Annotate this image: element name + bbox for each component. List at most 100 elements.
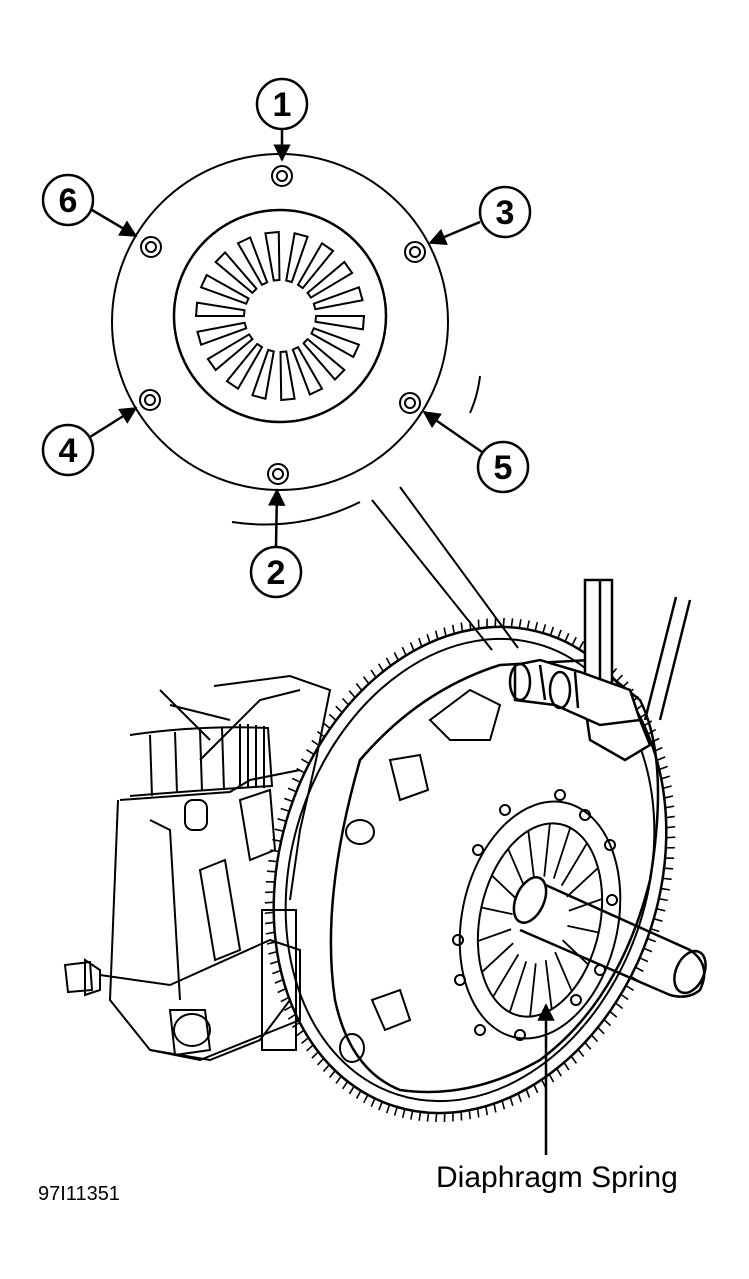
gear-tooth	[591, 1035, 597, 1042]
callout-arrows	[90, 129, 482, 547]
diaphragm-spring-illustration	[439, 786, 641, 1053]
lower-diaphragm-finger	[544, 823, 550, 876]
gear-tooth	[661, 889, 670, 890]
bolt-hole-1	[272, 166, 292, 186]
callout-arrow-5	[424, 412, 482, 452]
gear-tooth	[635, 967, 643, 971]
diaphragm-finger	[311, 328, 358, 357]
gear-tooth	[330, 1071, 336, 1078]
gear-tooth	[323, 1065, 329, 1072]
gear-tooth	[419, 638, 422, 646]
pry-bar-tool	[510, 580, 690, 760]
diaphragm-finger	[201, 275, 248, 304]
diaphragm-spring-label: Diaphragm Spring	[436, 1161, 678, 1194]
lower-diaphragm-finger	[510, 961, 526, 1012]
gear-tooth	[659, 899, 668, 901]
gear-tooth	[265, 912, 274, 913]
lower-diaphragm-finger	[530, 963, 536, 1016]
lower-diaphragm-finger	[567, 926, 598, 933]
gear-tooth	[356, 684, 362, 691]
gear-tooth	[275, 980, 283, 983]
lower-diaphragm-finger	[554, 828, 570, 879]
diaphragm-finger	[316, 316, 364, 329]
gear-tooth	[644, 948, 652, 951]
gear-tooth	[336, 706, 342, 712]
lower-diaphragm-finger	[528, 831, 534, 880]
gear-tooth	[278, 989, 286, 993]
gear-tooth	[526, 1089, 529, 1097]
gear-tooth	[598, 1027, 604, 1033]
diaphragm-finger	[265, 232, 279, 281]
gear-tooth	[534, 1085, 538, 1093]
gear-tooth	[265, 902, 274, 903]
gear-tooth	[486, 1106, 488, 1115]
gear-tooth	[268, 952, 277, 954]
gear-tooth	[386, 658, 390, 666]
gear-tooth	[411, 1111, 413, 1120]
diaphragm-finger	[281, 351, 295, 400]
gear-tooth	[371, 1098, 375, 1106]
gear-tooth	[469, 1110, 470, 1119]
gear-tooth	[665, 806, 674, 808]
gear-tooth	[558, 630, 561, 638]
gear-tooth	[323, 723, 330, 729]
gear-tooth	[267, 942, 276, 944]
gear-tooth	[266, 932, 275, 934]
lower-diaphragm-fingers	[478, 823, 602, 1016]
gear-tooth	[292, 778, 300, 782]
callout-arrow-2	[276, 490, 277, 547]
detail-arc-right	[470, 376, 480, 413]
gear-tooth	[663, 878, 672, 879]
gear-tooth	[318, 1058, 324, 1065]
gear-tooth	[265, 922, 274, 923]
gear-tooth	[572, 637, 576, 645]
gear-tooth	[503, 618, 504, 627]
diaphragm-fingers	[196, 232, 364, 400]
callouts	[43, 79, 530, 597]
pressure-plate-outer-ring	[112, 154, 448, 490]
gear-tooth	[342, 698, 348, 705]
gear-tooth	[336, 1076, 341, 1083]
gear-tooth	[518, 1093, 521, 1101]
gear-tooth	[387, 1105, 390, 1113]
callout-label-2: 2	[267, 554, 286, 592]
gear-tooth	[564, 1063, 569, 1070]
callout-labels: 1 2 3 4 5 6	[59, 86, 515, 592]
gear-tooth	[666, 837, 675, 838]
gear-tooth	[543, 624, 546, 633]
alignment-shaft	[507, 872, 711, 997]
callout-arrow-4	[90, 408, 136, 437]
gear-tooth	[585, 1042, 591, 1049]
gear-tooth	[288, 1014, 296, 1019]
gear-tooth	[626, 986, 634, 991]
gear-tooth	[478, 1108, 479, 1117]
gear-tooth	[379, 664, 384, 672]
detail-arc-bottom	[232, 502, 360, 525]
gear-tooth	[275, 829, 284, 831]
lower-diaphragm-finger	[482, 943, 513, 972]
gear-tooth	[364, 677, 369, 684]
bolt-hole-4	[140, 390, 160, 410]
gear-tooth	[604, 1020, 611, 1026]
gear-tooth	[436, 631, 438, 640]
gear-tooth	[302, 1038, 309, 1044]
gear-tooth	[535, 622, 537, 631]
gear-tooth	[502, 1101, 504, 1110]
gear-tooth	[268, 861, 277, 862]
gear-tooth	[664, 796, 673, 798]
gear-tooth	[527, 620, 529, 629]
gear-tooth	[436, 1113, 437, 1122]
gear-tooth	[519, 619, 521, 628]
bolt-pattern-detail	[112, 154, 518, 650]
callout-label-5: 5	[494, 449, 513, 487]
gear-tooth	[312, 1052, 318, 1058]
lower-diaphragm-finger	[493, 954, 518, 996]
gear-tooth	[663, 786, 672, 788]
lower-diaphragm-finger	[492, 875, 518, 899]
clutch-assembly-illustration	[65, 575, 727, 1164]
diaphragm-finger	[196, 303, 244, 316]
gear-tooth	[267, 871, 276, 872]
gear-tooth	[664, 868, 673, 869]
gear-tooth	[654, 919, 663, 921]
gear-tooth	[565, 633, 569, 641]
